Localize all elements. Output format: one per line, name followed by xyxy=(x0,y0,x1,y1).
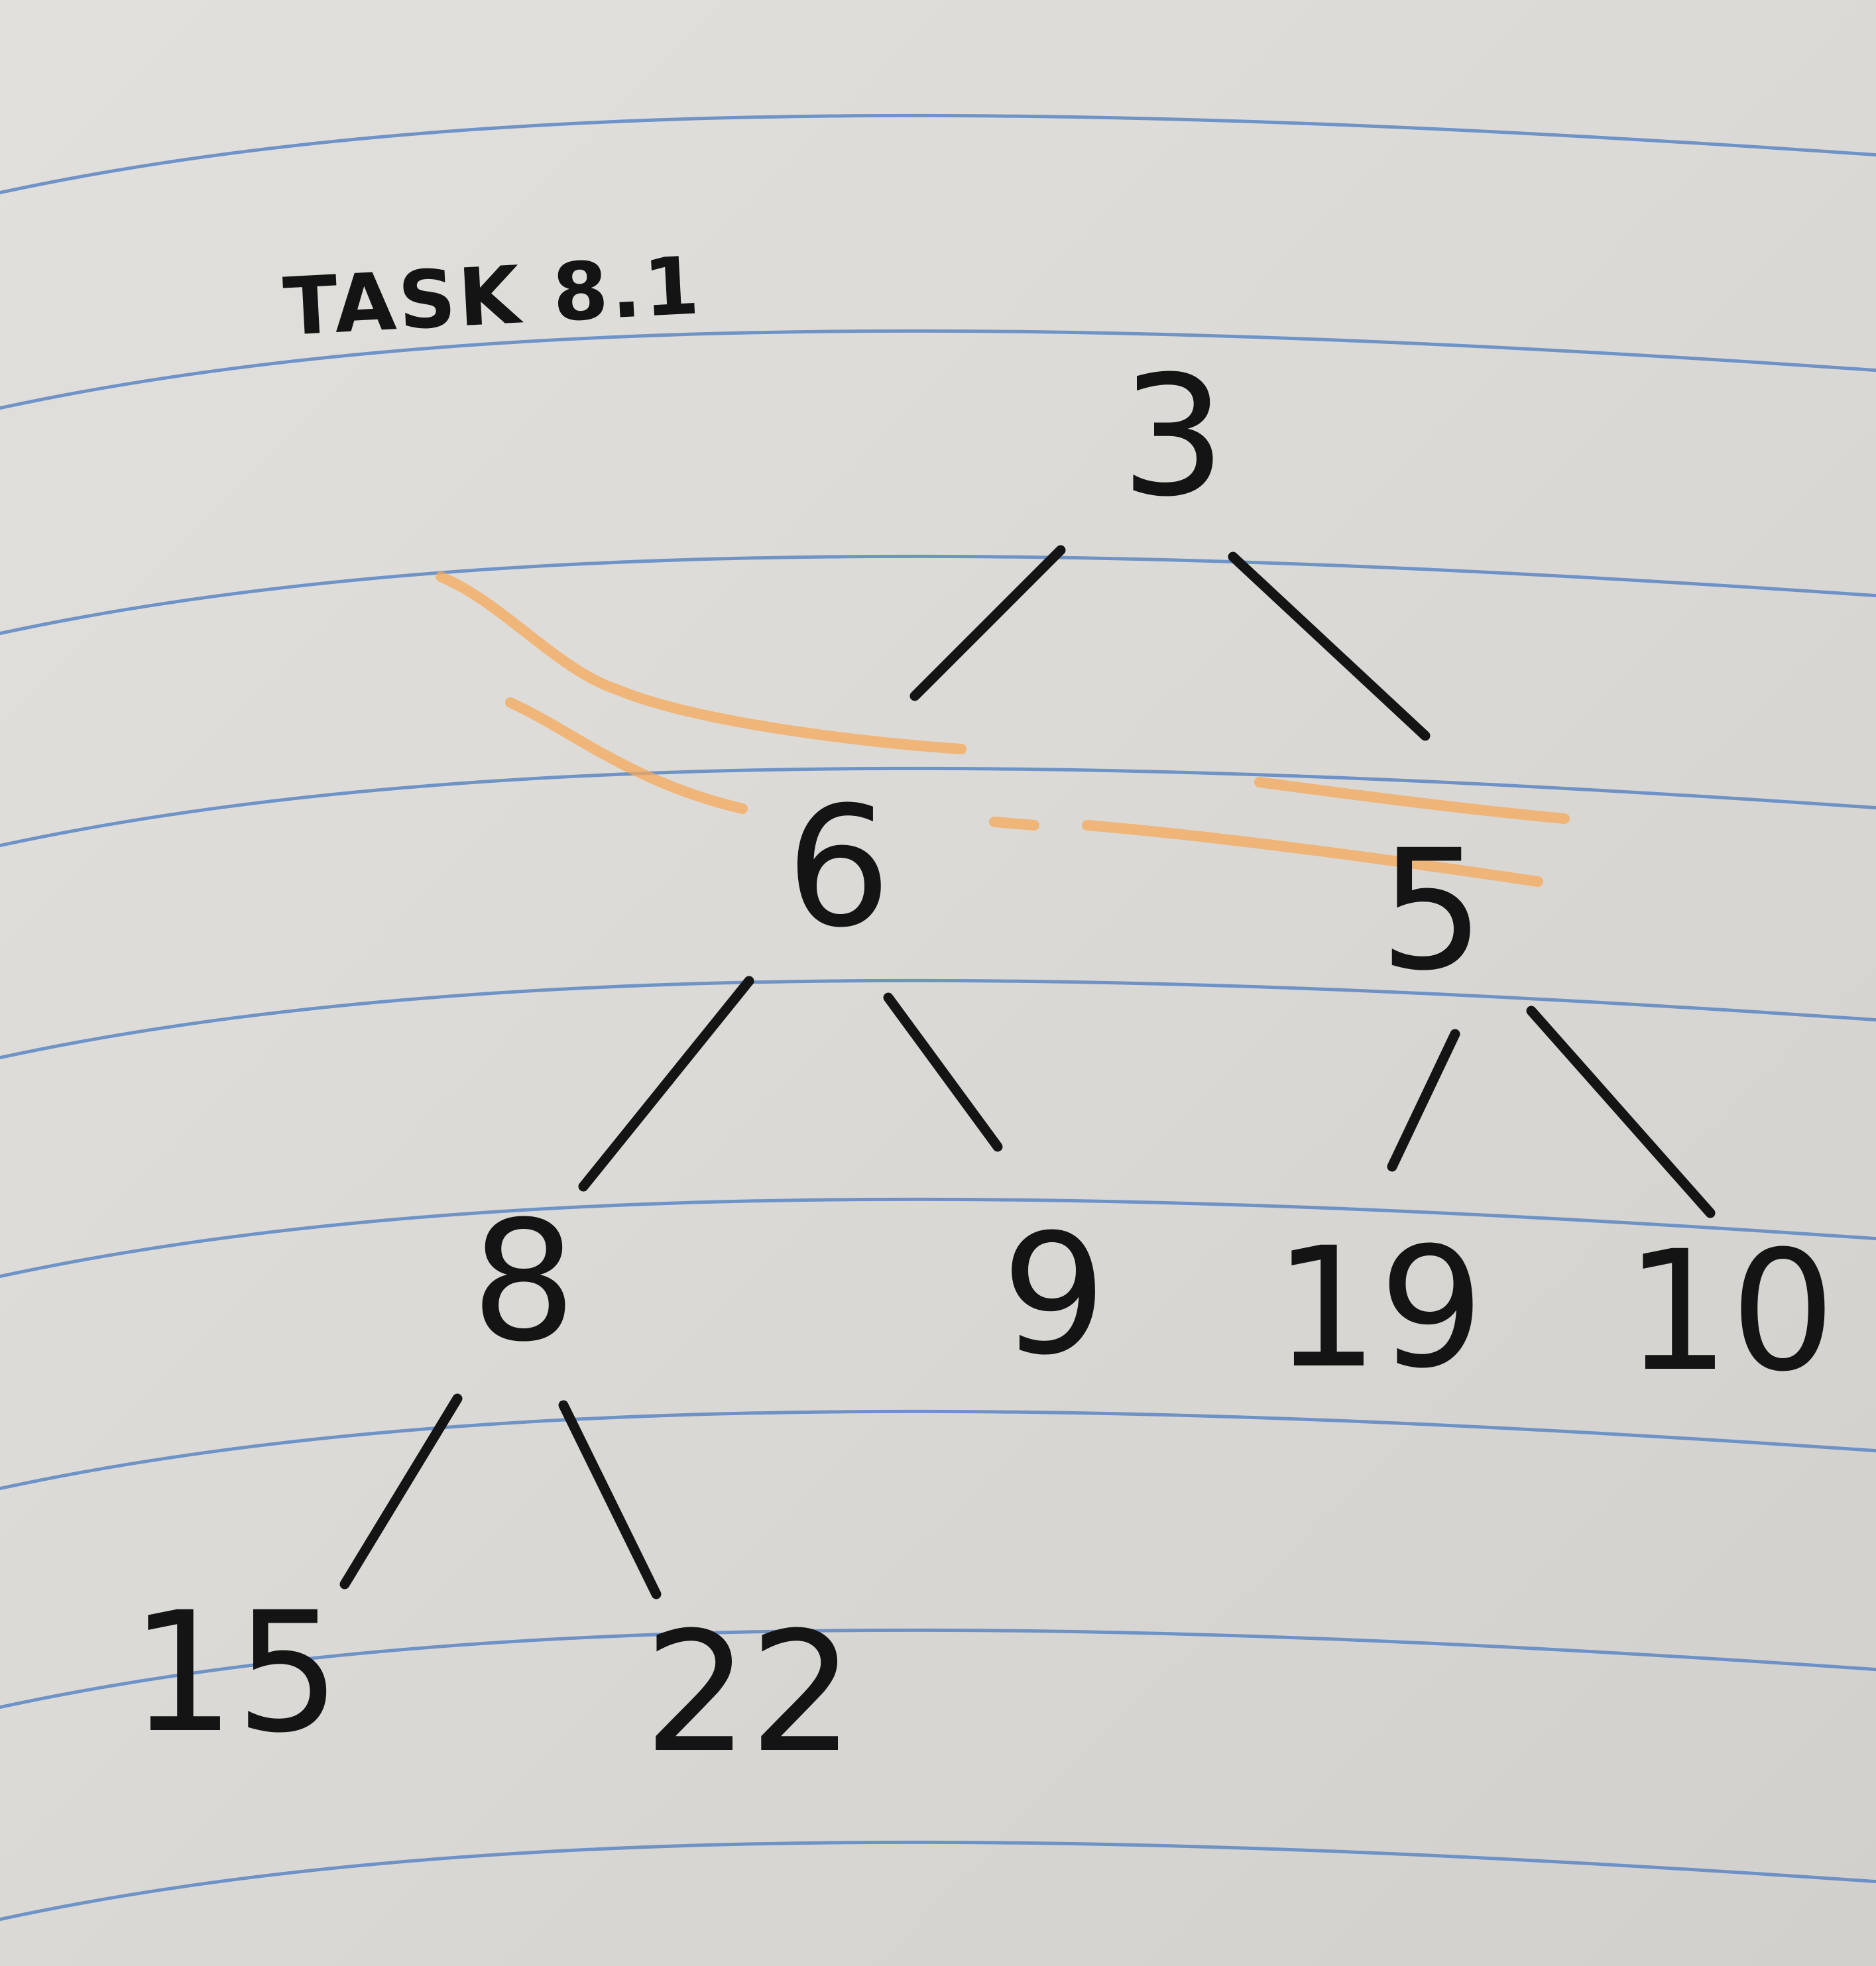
ruled-line xyxy=(0,1409,1876,1491)
ruled-lines xyxy=(0,113,1876,1922)
tree-node-19: 19 xyxy=(1273,1212,1484,1405)
tree-edges xyxy=(339,545,1716,1599)
tree-node-15: 15 xyxy=(130,1576,341,1769)
highlighter-stroke xyxy=(505,697,748,814)
tree-node-3: 3 xyxy=(1120,340,1226,533)
highlighter-stroke xyxy=(1082,820,1543,887)
tree-edge xyxy=(578,976,754,1192)
tree-edge xyxy=(909,545,1066,701)
ruled-line xyxy=(0,329,1876,410)
tree-edge xyxy=(1228,551,1431,741)
tree-node-6: 6 xyxy=(786,771,891,964)
highlighter-marks xyxy=(436,571,1570,887)
ruled-line xyxy=(0,1840,1876,1922)
ruled-line xyxy=(0,978,1876,1060)
ruled-line xyxy=(0,113,1876,195)
tree-node-5: 5 xyxy=(1379,814,1484,1007)
ruled-line xyxy=(0,1197,1876,1279)
tree-node-10: 10 xyxy=(1625,1215,1836,1408)
ruled-line xyxy=(0,766,1876,848)
tree-nodes: 3 6 5 8 9 19 10 15 22 xyxy=(130,340,1836,1789)
tree-edge xyxy=(1387,1029,1460,1172)
tree-node-22: 22 xyxy=(644,1596,854,1789)
highlighter-stroke xyxy=(989,817,1039,831)
tree-edge xyxy=(339,1393,463,1590)
tree-node-8: 8 xyxy=(471,1185,576,1378)
highlighter-stroke xyxy=(436,571,967,754)
tree-node-9: 9 xyxy=(1001,1198,1106,1391)
task-title: TASK 8.1 xyxy=(281,240,704,354)
ruled-line xyxy=(0,1628,1876,1709)
tree-edge xyxy=(1526,1006,1716,1218)
highlighter-stroke xyxy=(1254,777,1570,824)
ruled-line xyxy=(0,554,1876,636)
tree-edge xyxy=(883,992,1003,1152)
tree-edge xyxy=(558,1400,662,1599)
